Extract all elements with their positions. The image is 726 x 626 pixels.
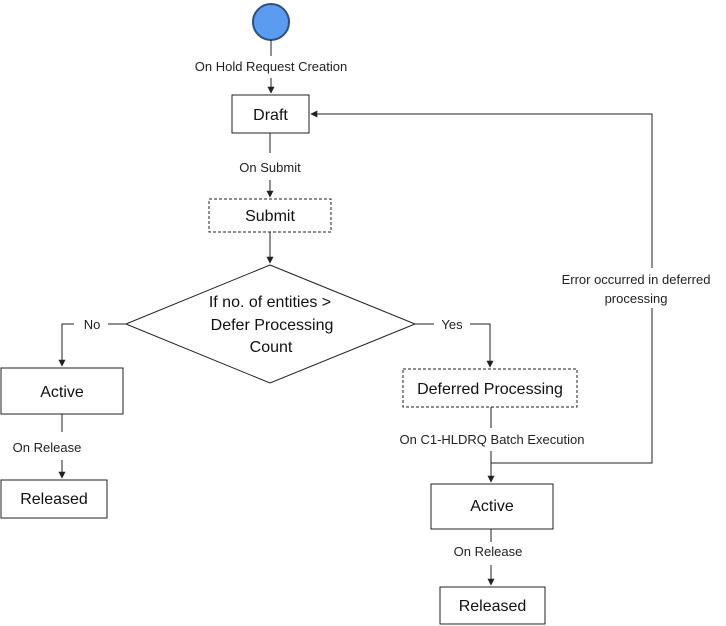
node-deferred-processing (402, 368, 578, 408)
edge-no-b (58, 323, 74, 367)
label-yes: Yes (441, 317, 463, 332)
label-on-release-right: On Release (454, 544, 523, 559)
node-active-right (430, 483, 554, 530)
node-active-right-label: Active (470, 498, 514, 515)
label-on-release-left: On Release (13, 440, 82, 455)
node-released-right (439, 586, 546, 625)
node-released-left (0, 479, 108, 519)
edge-error-loop-bottom (491, 308, 653, 464)
node-submit-label: Submit (245, 208, 295, 225)
node-released-left-label: Released (20, 491, 88, 508)
node-draft-label: Draft (253, 107, 288, 124)
node-released-right-label: Released (459, 598, 527, 615)
node-decision-line-3: Count (250, 339, 293, 356)
label-on-submit: On Submit (239, 160, 301, 175)
label-on-c1-hldrq: On C1-HLDRQ Batch Execution (400, 432, 585, 447)
node-submit (208, 198, 332, 233)
node-draft (231, 94, 310, 134)
start-node (252, 3, 290, 41)
node-deferred-processing-label: Deferred Processing (417, 381, 563, 398)
node-active-left-label: Active (40, 384, 84, 401)
node-decision (124, 264, 417, 384)
label-error-line-1: Error occurred in deferred (562, 272, 711, 287)
label-no: No (84, 317, 101, 332)
label-error-line-2: processing (605, 291, 668, 306)
edge-yes-b (470, 323, 494, 368)
edge-error-loop-top (310, 110, 653, 268)
node-decision-line-2: Defer Processing (211, 317, 334, 334)
node-decision-line-1: If no. of entities > (209, 294, 331, 311)
label-on-hold-request-creation: On Hold Request Creation (195, 59, 347, 74)
